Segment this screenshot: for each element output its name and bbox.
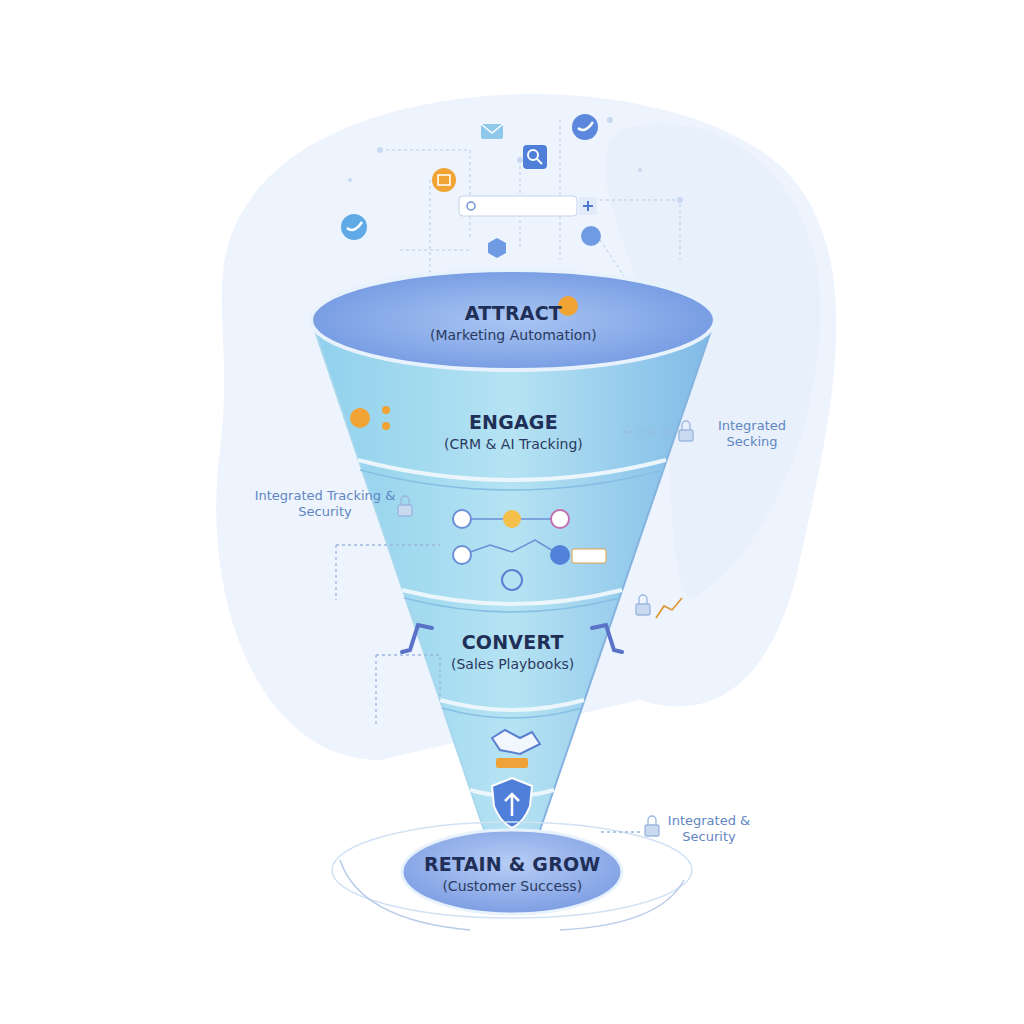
stage-subtitle: (CRM & AI Tracking) xyxy=(444,436,583,452)
stage-subtitle: (Marketing Automation) xyxy=(430,327,597,343)
stage-subtitle: (Sales Playbooks) xyxy=(451,656,574,672)
retain-base: RETAIN & GROW (Customer Success) xyxy=(418,851,607,896)
stage-title: CONVERT xyxy=(451,631,574,653)
attract-band: ATTRACT (Marketing Automation) xyxy=(424,300,603,345)
side-note: Integrated Secking xyxy=(697,418,807,451)
stage-title: ENGAGE xyxy=(444,411,583,433)
convert-band: CONVERT (Sales Playbooks) xyxy=(445,629,580,674)
stage-title: ATTRACT xyxy=(430,302,597,324)
engage-band: ENGAGE (CRM & AI Tracking) xyxy=(438,409,589,454)
stage-title: RETAIN & GROW xyxy=(424,853,601,875)
side-note: Integrated Tracking & Security xyxy=(250,488,400,521)
stage-subtitle: (Customer Success) xyxy=(424,878,601,894)
side-note: Integrated & Security xyxy=(664,813,754,846)
